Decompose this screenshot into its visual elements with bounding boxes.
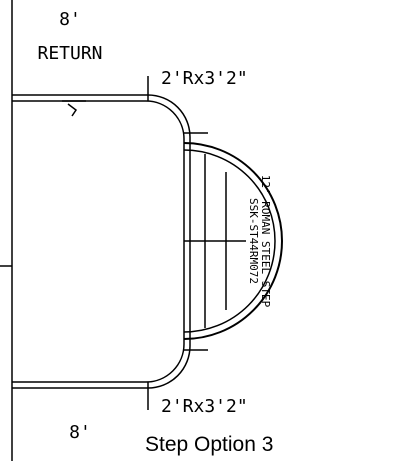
step-name-label: 12' ROMAN STEEL STEP — [259, 175, 272, 308]
radius-label-top: 2'Rx3'2" — [161, 68, 248, 89]
bottom-return-length: 8' — [69, 422, 91, 443]
roman-step-outer-arc — [183, 142, 283, 340]
pool-wall-inner — [12, 100, 185, 383]
step-label-group: 12' ROMAN STEEL STEP SSK-ST44RM072 — [247, 175, 272, 308]
step-code-label: SSK-ST44RM072 — [247, 198, 260, 284]
drawing-caption: Step Option 3 — [145, 433, 273, 456]
top-return-length: 8' — [59, 9, 81, 30]
fitting-symbol — [67, 103, 78, 117]
pool-wall-outer — [12, 94, 191, 389]
top-return-label: RETURN — [37, 43, 102, 64]
radius-label-bottom: 2'Rx3'2" — [161, 396, 248, 417]
roman-step-inner-arc — [183, 149, 276, 333]
